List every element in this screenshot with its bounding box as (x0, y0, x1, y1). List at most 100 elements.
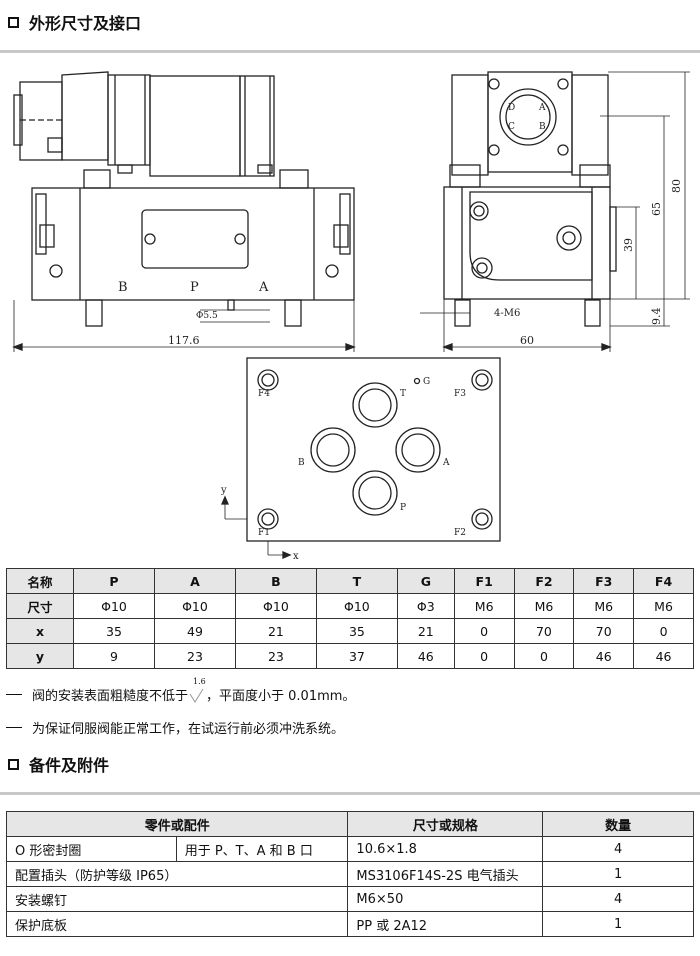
table-cell: 23 (234, 643, 317, 669)
header-cell: F2 (513, 568, 575, 594)
table-cell: 21 (234, 618, 317, 644)
dim-side-width: 60 (520, 334, 534, 347)
section-divider (0, 792, 700, 795)
plate-t: T (400, 389, 406, 399)
section-title-text: 备件及附件 (29, 756, 110, 775)
part-cell: 安装螺钉 (5, 886, 349, 912)
table-cell: 0 (513, 643, 575, 669)
section-title-text: 外形尺寸及接口 (29, 14, 142, 33)
plate-b: B (298, 458, 305, 468)
note-text: 阀的安装表面粗糙度不低于 (32, 689, 189, 704)
note-dash-icon (6, 727, 22, 728)
section-divider (0, 50, 700, 53)
part-sub-cell: 用于 P、T、A 和 B 口 (175, 836, 349, 862)
table-row: O 形密封圈 用于 P、T、A 和 B 口 10.6×1.8 4 (6, 836, 694, 862)
table-cell: M6 (513, 593, 575, 619)
note-flush-system: 为保证伺服阀能正常工作，在试运行前必须冲洗系统。 (6, 718, 344, 737)
section-square-icon (8, 16, 19, 28)
plate-a: A (442, 458, 450, 468)
front-port-p: P (190, 280, 199, 295)
table-cell: 70 (573, 618, 635, 644)
roughness-value: 1.6 (193, 676, 206, 686)
table-cell: 46 (396, 643, 455, 669)
qty-cell: 1 (542, 911, 694, 937)
table-row: y 9 23 23 37 46 0 0 46 46 (6, 643, 694, 669)
table-cell: 46 (573, 643, 635, 669)
header-cell: F4 (633, 568, 694, 594)
note-surface-roughness: 阀的安装表面粗糙度不低于 1.6 ，平面度小于 0.01mm。 (6, 677, 356, 704)
front-port-b: B (118, 280, 128, 295)
table-cell: Φ3 (396, 593, 455, 619)
front-view (12, 71, 356, 352)
table-cell: 9 (73, 643, 155, 669)
pin-c: C (508, 122, 515, 132)
table-cell: M6 (633, 593, 694, 619)
plate-f4: F4 (258, 389, 270, 399)
header-cell: 名称 (6, 568, 74, 594)
note-dash-icon (6, 694, 22, 695)
table-cell: 21 (396, 618, 455, 644)
table-header-row: 名称 P A B T G F1 F2 F3 F4 (6, 568, 694, 594)
table-cell: 70 (513, 618, 575, 644)
qty-cell: 4 (542, 886, 694, 912)
row-label: y (6, 643, 74, 669)
plate-g: G (423, 377, 430, 387)
table-cell: 35 (73, 618, 155, 644)
table-row: 配置插头（防护等级 IP65） MS3106F14S-2S 电气插头 1 (5, 861, 694, 887)
roughness-icon: 1.6 (188, 677, 206, 704)
header-cell: F1 (453, 568, 515, 594)
spec-cell: PP 或 2A12 (347, 911, 544, 937)
table-cell: M6 (453, 593, 515, 619)
table-cell: Φ10 (315, 593, 398, 619)
dim-bolt: 4-M6 (494, 308, 520, 319)
dim-h39: 39 (622, 238, 635, 252)
table-cell: Φ10 (73, 593, 155, 619)
table-cell: Φ10 (153, 593, 236, 619)
spec-cell: M6×50 (347, 886, 544, 912)
header-cell: P (73, 568, 155, 594)
qty-cell: 1 (542, 861, 694, 887)
table-cell: 0 (633, 618, 694, 644)
plate-p: P (400, 503, 406, 513)
pin-d: D (508, 103, 515, 113)
header-cell: T (315, 568, 398, 594)
qty-cell: 4 (542, 836, 694, 862)
table-cell: Φ10 (234, 593, 317, 619)
table-cell: 0 (453, 618, 515, 644)
row-label: x (6, 618, 74, 644)
table-row: x 35 49 21 35 21 0 70 70 0 (6, 618, 694, 644)
table-row: 保护底板 PP 或 2A12 1 (5, 911, 694, 937)
table-row: 安装螺钉 M6×50 4 (5, 886, 694, 912)
side-view (420, 71, 690, 352)
table-cell: 49 (153, 618, 236, 644)
dim-small-hole: Φ5.5 (196, 311, 218, 321)
dim-h94: 9.4 (650, 308, 663, 326)
accessories-table: 零件或配件 尺寸或规格 数量 O 形密封圈 用于 P、T、A 和 B 口 10.… (5, 811, 694, 937)
axis-y-label: y (220, 485, 227, 496)
note-text: ，平面度小于 0.01mm。 (206, 689, 356, 704)
header-cell: A (153, 568, 236, 594)
section-title-dimensions: 外形尺寸及接口 (8, 10, 141, 34)
part-cell: 保护底板 (5, 911, 349, 937)
table-header-row: 零件或配件 尺寸或规格 数量 (5, 811, 694, 837)
pin-b: B (539, 122, 546, 132)
dim-h65: 65 (650, 202, 663, 216)
mounting-plate (221, 357, 501, 559)
header-cell: F3 (573, 568, 635, 594)
part-cell: O 形密封圈 (6, 836, 177, 862)
front-port-a: A (258, 280, 269, 295)
table-cell: M6 (573, 593, 635, 619)
header-cell: 零件或配件 (5, 811, 349, 837)
dim-front-width: 117.6 (168, 334, 200, 347)
table-cell: 23 (153, 643, 236, 669)
pin-a: A (538, 103, 546, 113)
header-cell: B (234, 568, 317, 594)
header-cell: G (396, 568, 455, 594)
header-cell: 尺寸或规格 (347, 811, 544, 837)
plate-f3: F3 (454, 389, 466, 399)
table-cell: 0 (453, 643, 515, 669)
dim-h80: 80 (670, 179, 683, 193)
axis-x-label: x (293, 551, 299, 562)
note-text: 为保证伺服阀能正常工作，在试运行前必须冲洗系统。 (32, 722, 345, 737)
table-cell: 35 (315, 618, 398, 644)
